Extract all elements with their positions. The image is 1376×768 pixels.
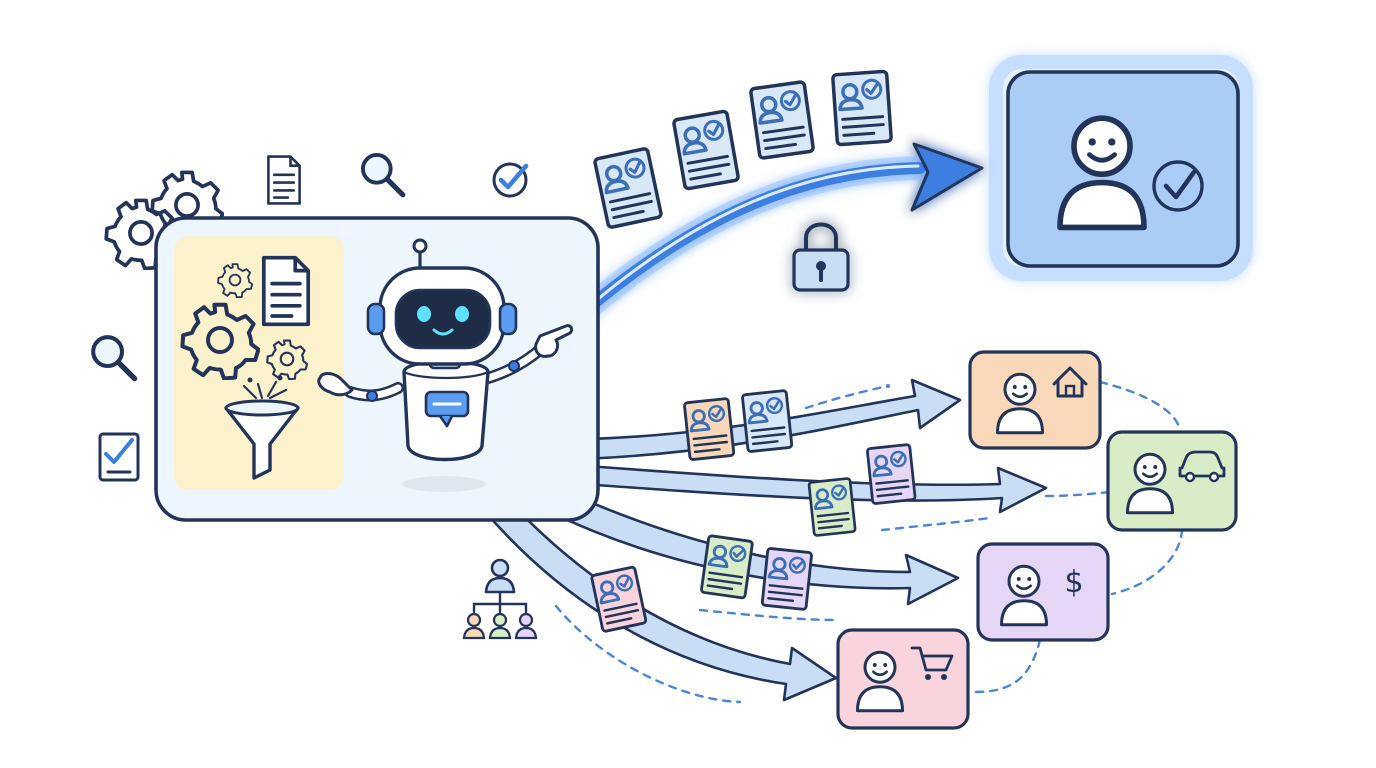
profile-card-green [807,476,857,538]
cart-icon [910,646,954,680]
segment-card-home [968,350,1102,450]
profile-card-green [699,534,755,600]
car-icon [1178,450,1226,483]
robot-icon [317,238,574,492]
segment-card-car [1106,430,1238,532]
funnel-icon [224,375,300,480]
lock-icon [792,222,850,292]
primary-target-card [989,55,1253,281]
profile-card [830,69,894,147]
document-icon [261,255,311,327]
dashed-connectors [554,380,1184,704]
profile-card [748,79,816,161]
segment-card-cart [836,628,970,730]
segment-card-dollar: $ [976,542,1110,642]
profile-card-orange [682,396,736,462]
flow-arrow-dollar [508,468,960,606]
flow-arrow-car [553,462,1048,514]
profile-card-pink [589,565,648,634]
checkmark-icon [492,162,529,198]
document-icon [267,155,301,205]
profile-card [592,146,664,230]
checklist-icon [98,432,140,482]
org-chart-icon [462,558,538,640]
search-icon [363,155,403,195]
profile-card [671,109,741,191]
house-icon [1052,366,1088,398]
primary-flow-arrow [560,142,984,334]
profile-card-purple [760,546,814,612]
search-icon [93,337,134,378]
checkmark-icon [1152,160,1204,212]
profile-card-purple [865,442,917,506]
dollar-icon: $ [1064,565,1083,600]
profile-card-blue [740,388,794,454]
